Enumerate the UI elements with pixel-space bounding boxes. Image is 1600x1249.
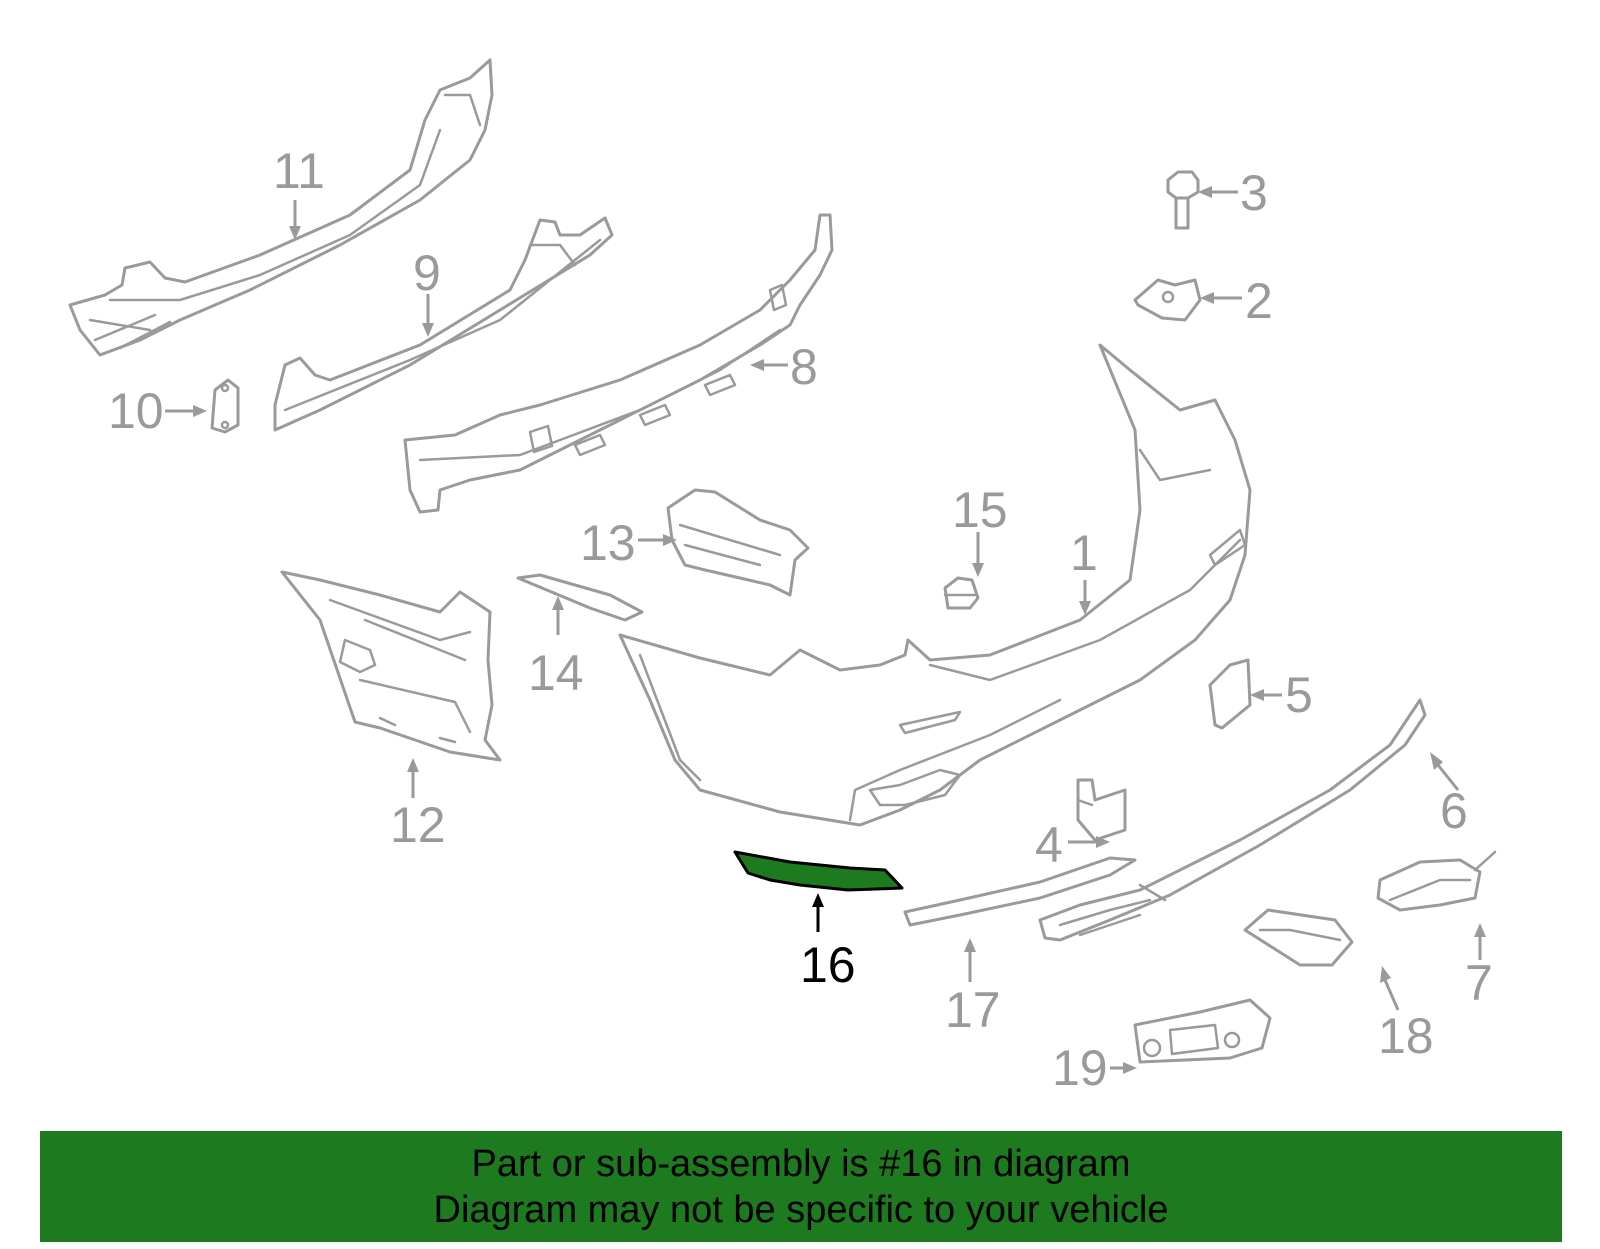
callout-1: 1: [1070, 525, 1098, 581]
callout-14: 14: [528, 645, 584, 701]
part-14-trim: [516, 573, 644, 622]
callout-7: 7: [1465, 955, 1493, 1011]
callout-4: 4: [1035, 817, 1063, 873]
callout-9: 9: [413, 245, 441, 301]
callout-labels: 11 9 8 10 3 2 13 14 15 1 12 5 6 4 16 17 …: [108, 143, 1493, 1096]
callout-17: 17: [945, 982, 1001, 1038]
callout-19: 19: [1052, 1040, 1108, 1096]
callout-18: 18: [1378, 1008, 1434, 1064]
part-2-nut: [1133, 278, 1202, 322]
part-16-reflector-highlighted[interactable]: [733, 850, 904, 892]
callout-2: 2: [1245, 273, 1273, 329]
part-3-bolt: [1166, 170, 1200, 230]
part-15-clip: [943, 576, 980, 610]
callout-5: 5: [1285, 667, 1313, 723]
callout-6: 6: [1440, 783, 1468, 839]
part-19-housing: [1133, 998, 1272, 1064]
part-6-trim: [1038, 698, 1427, 942]
callout-3: 3: [1240, 165, 1268, 221]
callout-16[interactable]: 16: [800, 937, 856, 993]
part-13-bracket: [666, 488, 810, 597]
part-9-absorber: [273, 216, 614, 432]
part-10-clip: [210, 378, 240, 434]
callout-8: 8: [790, 339, 818, 395]
part-12-bracket: [280, 570, 502, 762]
part-7-sensor: [1376, 850, 1497, 912]
callout-11: 11: [273, 143, 325, 199]
part-8-carrier: [403, 213, 834, 514]
part-1-bumper-cover: [618, 343, 1252, 827]
info-banner: Part or sub-assembly is #16 in diagram D…: [40, 1131, 1562, 1242]
part-18-module: [1243, 908, 1354, 967]
callout-13: 13: [580, 515, 636, 571]
callout-15: 15: [952, 482, 1008, 538]
part-5-bracket: [1208, 658, 1252, 730]
callout-arrows: [165, 186, 1486, 1074]
parts-diagram: 11 9 8 10 3 2 13 14 15 1 12 5 6 4 16 17 …: [68, 58, 1497, 1096]
callout-12: 12: [390, 797, 446, 853]
banner-line-1: Part or sub-assembly is #16 in diagram: [471, 1143, 1131, 1185]
part-17-strip: [903, 856, 1137, 927]
banner-line-2: Diagram may not be specific to your vehi…: [433, 1189, 1169, 1231]
part-4-bracket: [1076, 778, 1127, 842]
part-11-reinforcement: [68, 58, 494, 357]
callout-10: 10: [108, 383, 164, 439]
